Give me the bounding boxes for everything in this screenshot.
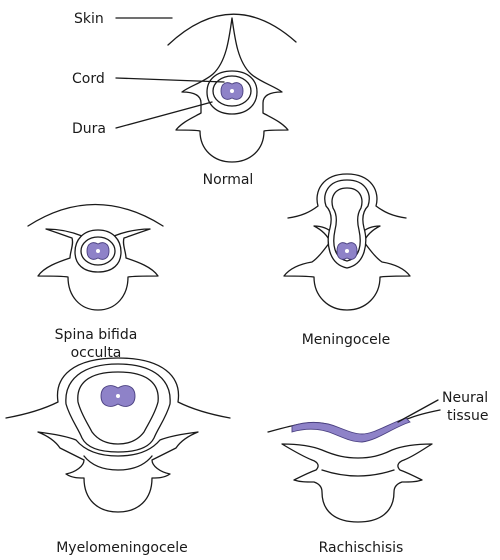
rachischisis-neural-tissue	[292, 418, 410, 442]
normal-figure	[168, 14, 296, 162]
neural-tissue-leader-line	[398, 400, 438, 422]
meningocele-figure	[284, 174, 410, 310]
spina-skin-line	[28, 205, 163, 227]
rachischisis-figure	[268, 410, 440, 522]
rachischisis-caption: Rachischisis	[319, 540, 404, 556]
rachischisis-vertebra	[282, 444, 432, 522]
rachischisis-skin-line	[268, 410, 440, 436]
skin-label: Skin	[74, 11, 104, 27]
myelomeningocele-figure	[6, 358, 230, 512]
spina-caption-line-1: Spina bifida	[55, 327, 138, 343]
neural-tissue-label-line-1: Neural	[442, 390, 488, 406]
neural-tissue-label-line-2: tissue	[447, 408, 488, 424]
myelomeningocele-caption: Myelomeningocele	[56, 540, 188, 556]
spina-bifida-occulta-figure	[28, 205, 163, 311]
meningocele-caption: Meningocele	[302, 332, 391, 348]
cord-label: Cord	[72, 71, 105, 87]
meningocele-central-canal	[345, 249, 349, 253]
normal-caption: Normal	[203, 172, 254, 188]
myelomeningocele-central-canal	[116, 394, 120, 398]
myelomeningocele-sac	[66, 364, 170, 452]
normal-central-canal	[230, 89, 234, 93]
spina-central-canal	[96, 249, 100, 253]
dura-label: Dura	[72, 121, 106, 137]
